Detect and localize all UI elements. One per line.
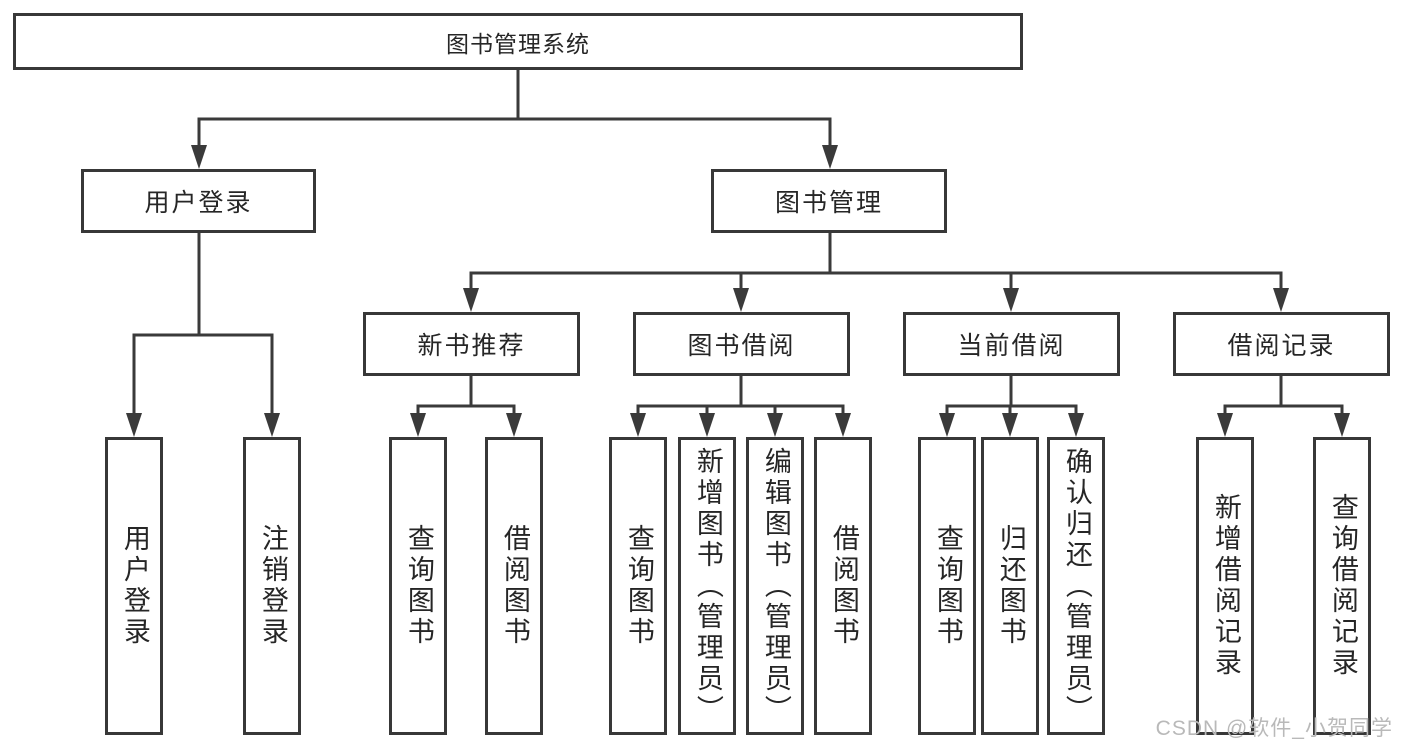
node-library-system: 图书管理系统	[13, 13, 1023, 70]
leaf-query-books-1: 查询图书	[389, 437, 447, 735]
leaf-borrow-books-1: 借阅图书	[485, 437, 543, 735]
leaf-query-books-1-label: 查询图书	[403, 524, 434, 648]
csdn-watermark: CSDN @软件_小贺同学	[1155, 717, 1393, 740]
leaf-add-books-admin-label: 新增图书（管理员）	[692, 446, 723, 726]
edge-root-to-level2	[197, 68, 832, 151]
leaf-query-borrow-record: 查询借阅记录	[1313, 437, 1371, 735]
leaf-return-books: 归还图书	[981, 437, 1039, 735]
node-new-book-recommend: 新书推荐	[363, 312, 580, 376]
leaf-user-login: 用户登录	[105, 437, 163, 735]
edge-bookmgmt-to-level3	[469, 231, 1283, 294]
leaf-add-books-admin: 新增图书（管理员）	[678, 437, 736, 735]
leaf-logout: 注销登录	[243, 437, 301, 735]
edge-userlogin-to-leaves	[132, 231, 274, 419]
leaf-add-borrow-record-label: 新增借阅记录	[1210, 493, 1241, 679]
node-user-login: 用户登录	[81, 169, 316, 233]
node-book-borrowing: 图书借阅	[633, 312, 850, 376]
leaf-edit-books-admin-label: 编辑图书（管理员）	[760, 446, 791, 726]
leaf-query-books-2-label: 查询图书	[623, 524, 654, 648]
node-user-login-label: 用户登录	[144, 189, 253, 217]
leaf-confirm-return-admin: 确认归还（管理员）	[1047, 437, 1105, 735]
leaf-query-books-3-label: 查询图书	[932, 524, 963, 648]
leaf-return-books-label: 归还图书	[995, 524, 1026, 648]
arrowheads	[126, 145, 1350, 437]
leaf-confirm-return-admin-label: 确认归还（管理员）	[1061, 446, 1092, 726]
edge-current-to-leaves	[945, 374, 1078, 419]
node-book-borrowing-label: 图书借阅	[687, 332, 796, 360]
leaf-user-login-label: 用户登录	[119, 524, 150, 648]
edge-borrowing-to-leaves	[636, 374, 845, 419]
leaf-query-borrow-record-label: 查询借阅记录	[1327, 493, 1358, 679]
node-current-borrowing: 当前借阅	[903, 312, 1120, 376]
leaf-borrow-books-2-label: 借阅图书	[828, 524, 859, 648]
node-current-borrowing-label: 当前借阅	[957, 332, 1066, 360]
leaf-borrow-books-1-label: 借阅图书	[499, 524, 530, 648]
node-book-management: 图书管理	[711, 169, 947, 233]
leaf-logout-label: 注销登录	[257, 524, 288, 648]
leaf-query-books-3: 查询图书	[918, 437, 976, 735]
leaf-query-books-2: 查询图书	[609, 437, 667, 735]
edge-newbook-to-leaves	[416, 374, 516, 419]
node-borrowing-records-label: 借阅记录	[1227, 332, 1336, 360]
node-new-book-recommend-label: 新书推荐	[417, 332, 526, 360]
leaf-borrow-books-2: 借阅图书	[814, 437, 872, 735]
node-borrowing-records: 借阅记录	[1173, 312, 1390, 376]
edge-records-to-leaves	[1223, 374, 1344, 419]
node-library-system-label: 图书管理系统	[446, 30, 590, 57]
node-book-management-label: 图书管理	[774, 189, 883, 217]
leaf-edit-books-admin: 编辑图书（管理员）	[746, 437, 804, 735]
leaf-add-borrow-record: 新增借阅记录	[1196, 437, 1254, 735]
